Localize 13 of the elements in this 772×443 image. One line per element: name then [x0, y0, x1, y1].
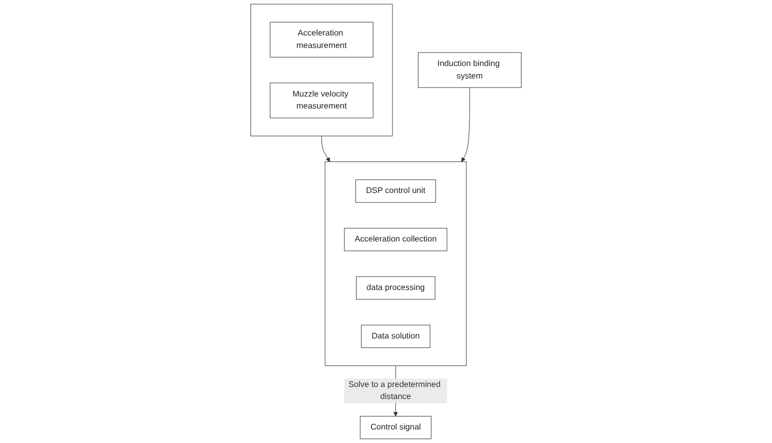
node-box: DSP control unit: [355, 180, 436, 203]
node-box: Acceleration measurement: [270, 22, 374, 58]
node-box: Data solution: [361, 324, 430, 348]
node-box: Induction binding system: [418, 52, 522, 88]
arrow: [461, 87, 470, 162]
edge-label: Solve to a predetermined distance: [348, 380, 441, 402]
node-box: Control signal: [360, 416, 432, 440]
node-box: Muzzle velocity measurement: [270, 82, 374, 118]
cluster: [324, 161, 467, 366]
cluster: [250, 4, 393, 136]
node-box: Acceleration collection: [344, 228, 448, 252]
node-box: data processing: [356, 276, 436, 300]
arrow: [321, 136, 330, 162]
